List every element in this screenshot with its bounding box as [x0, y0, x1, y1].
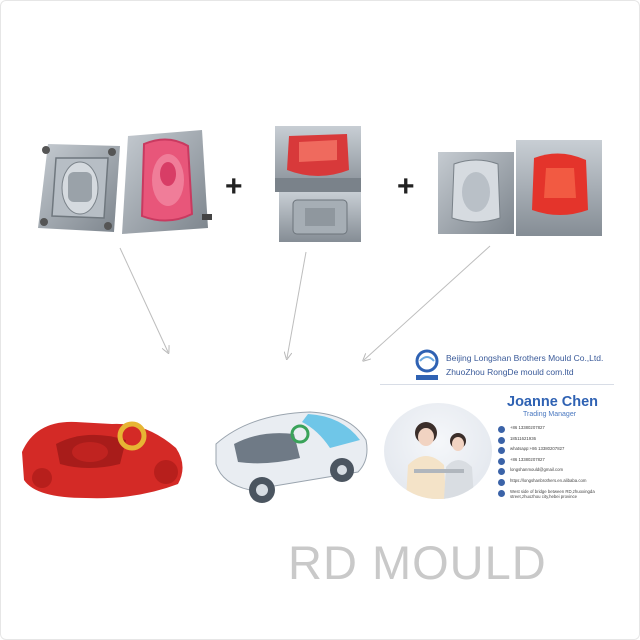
contact-row-address: West side of bridge between RD,zhuoxingd… — [498, 489, 618, 505]
plus-sign: + — [225, 170, 243, 203]
car-body-mold-cavity — [122, 130, 212, 234]
car-part-mold-core-3 — [438, 152, 514, 234]
divider — [380, 384, 614, 385]
company-logo — [415, 349, 439, 380]
contact-row-email: longshanmould@gmail.com — [498, 467, 618, 478]
location-icon — [498, 489, 505, 497]
whatsapp-icon — [498, 447, 505, 455]
plus-sign: + — [397, 170, 415, 203]
contact-row-wechat: 18511621936 — [498, 436, 618, 447]
contact-list: +86 13380207827 18511621936 whatsapp:+86… — [498, 425, 618, 505]
email-icon — [498, 468, 505, 476]
telephone-icon — [498, 457, 505, 465]
contact-photo — [384, 403, 492, 499]
car-body-mold-core — [38, 144, 120, 232]
white-ride-on-car — [215, 411, 368, 503]
contact-title: Trading Manager — [523, 411, 577, 418]
red-ride-on-car — [22, 421, 183, 499]
contact-row-whatsapp: whatsapp:+86 13380207827 — [498, 446, 618, 457]
car-part-mold-bottom — [279, 192, 361, 242]
wechat-icon — [498, 436, 505, 444]
car-part-mold-cavity-3 — [516, 140, 602, 236]
car-part-mold-top — [275, 126, 361, 192]
contact-row-telephone: +86 13380207827 — [498, 457, 618, 468]
company-name: Beijing Longshan Brothers Mould Co.,Ltd. — [446, 353, 604, 363]
facebook-icon — [498, 478, 505, 486]
contact-name: Joanne Chen — [507, 394, 599, 410]
contact-row-phone: +86 13380207827 — [498, 425, 618, 436]
phone-icon — [498, 426, 505, 433]
business-card: Beijing Longshan Brothers Mould Co.,Ltd.… — [380, 345, 620, 505]
brand-watermark: RD MOULD — [288, 536, 547, 589]
contact-row-website: https://longshanbrothers.en.alibaba.com — [498, 478, 618, 489]
company-name-secondary: ZhuoZhou RongDe mould com.ltd — [446, 367, 574, 377]
